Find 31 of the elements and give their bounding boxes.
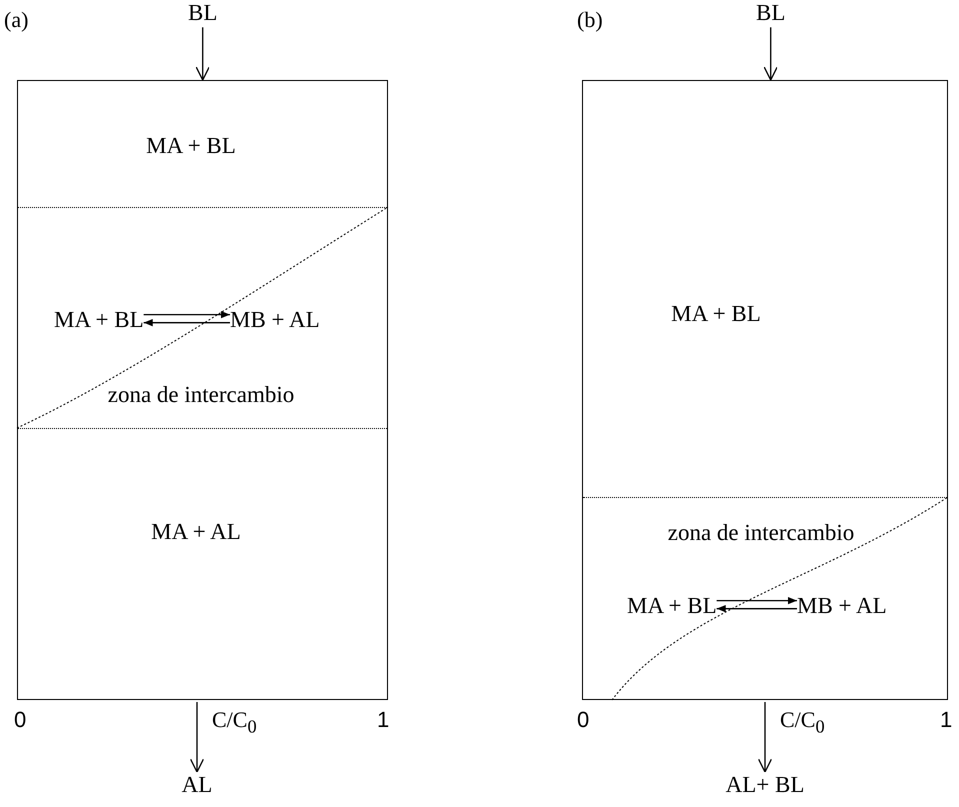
species-label: MA + BL [54,307,144,332]
panel-label: (b) [577,8,603,32]
species-label: MB + AL [797,593,887,618]
flow-arrow [758,702,772,773]
flow-arrow [190,702,204,773]
flow-label: BL [188,0,218,26]
species-label: MA + BL [627,593,717,618]
zone-label: zona de intercambio [108,382,294,408]
equilibrium-arrow [144,310,230,318]
column-box [17,80,388,700]
axis-tick-label: 0 [14,708,26,732]
zone-label: MA + BL [146,133,236,158]
equilibrium-arrow [716,596,797,604]
zone-label: zona de intercambio [668,520,854,546]
axis-label: C/C$_{0}$ [780,708,825,737]
flow-arrow [764,27,778,81]
zone-label: MA + BL [671,301,761,326]
axis-label: C/C$_{0}$ [212,708,257,737]
flow-label: BL [756,0,786,26]
equilibrium-arrow [144,319,230,326]
axis-tick-label: 1 [940,708,952,732]
flow-arrow [196,27,210,81]
axis-tick-label: 0 [577,708,590,732]
flow-label: AL+ BL [726,772,804,798]
column-box [582,80,948,700]
flow-label: AL [182,772,212,798]
equilibrium-arrow [716,605,797,612]
panel-label: (a) [4,8,28,32]
zone-label: MA + AL [151,519,241,544]
axis-tick-label: 1 [377,708,390,732]
species-label: MB + AL [230,307,320,332]
